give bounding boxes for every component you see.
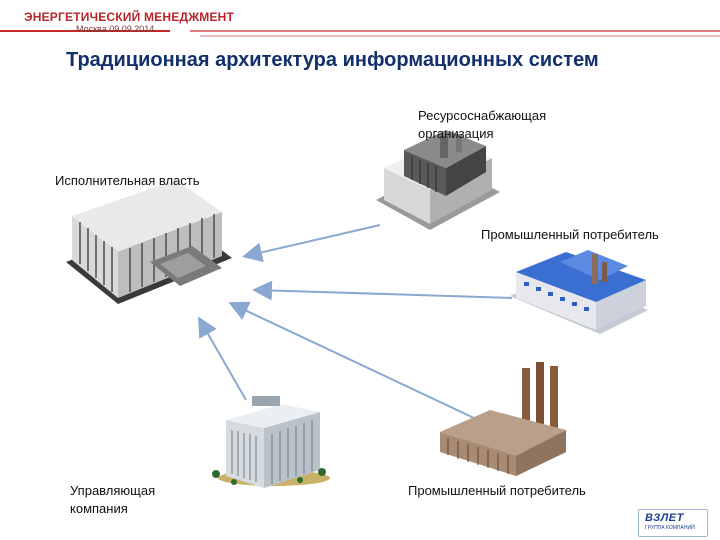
brand-title: ЭНЕРГЕТИЧЕСКИЙ МЕНЕДЖМЕНТ	[24, 10, 235, 24]
arrow-resource-to-executive	[242, 224, 381, 263]
label-management-line1: Управляющая	[70, 483, 156, 498]
government-building-icon	[66, 180, 232, 304]
logo-sub-text: ГРУППА КОМПАНИЙ	[645, 525, 695, 531]
power-plant-icon	[376, 130, 500, 230]
factory-chimneys-icon	[440, 362, 566, 476]
label-executive: Исполнительная власть	[55, 173, 200, 188]
office-building-icon	[212, 396, 330, 488]
arrow-industrial-top-to-executive	[252, 280, 513, 301]
page-title: Традиционная архитектура информационных …	[66, 49, 599, 71]
label-industrial-bottom: Промышленный потребитель	[408, 483, 586, 498]
arrow-management-to-executive	[198, 316, 247, 401]
label-management-line2: компания	[70, 501, 128, 516]
company-logo: ВЗЛЕТ ГРУППА КОМПАНИЙ	[638, 509, 708, 537]
label-resource-line2: организация	[418, 126, 494, 141]
industrial-plant-icon	[510, 250, 648, 334]
label-industrial-top: Промышленный потребитель	[481, 227, 659, 242]
arrow-industrial-bottom-to-executive	[228, 301, 475, 419]
logo-main-text: ВЗЛЕТ	[645, 512, 684, 524]
label-resource-line1: Ресурсоснабжающая	[418, 108, 547, 123]
date-location: Москва 09.09.2014	[76, 24, 155, 34]
